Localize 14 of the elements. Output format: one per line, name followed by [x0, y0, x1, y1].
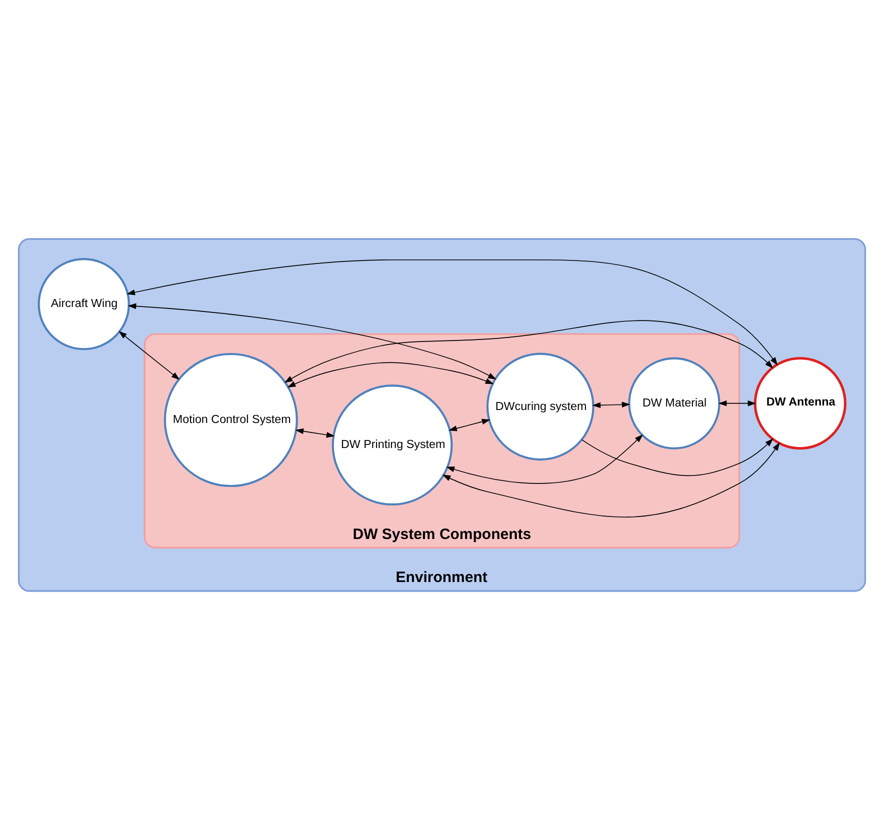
arrow	[446, 434, 643, 484]
arrow	[295, 428, 335, 438]
arrow	[592, 402, 630, 408]
arrow	[448, 418, 490, 432]
arrow	[128, 303, 496, 380]
arrow	[718, 400, 756, 406]
node-circle: DW Material	[628, 357, 720, 450]
arrow	[284, 320, 774, 383]
arrow	[126, 259, 778, 366]
arrow	[118, 331, 180, 380]
node-circle: Aircraft Wing	[38, 258, 130, 350]
arrow	[287, 362, 494, 388]
arrow	[442, 442, 780, 518]
arrow	[582, 438, 774, 476]
